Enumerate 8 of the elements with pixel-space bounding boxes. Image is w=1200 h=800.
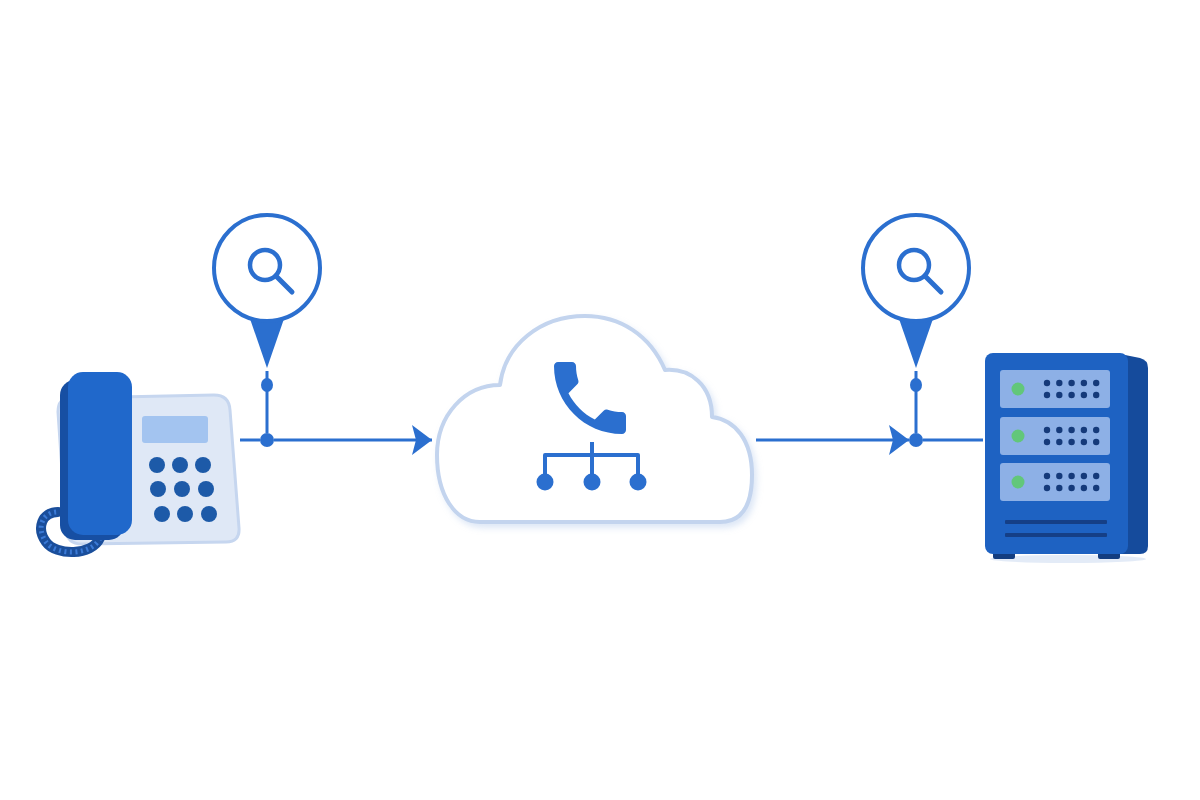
connector-line <box>240 438 260 442</box>
junction-dot <box>909 433 923 447</box>
junction-dot <box>260 433 274 447</box>
connector-line <box>923 438 983 442</box>
connector-line <box>910 371 922 433</box>
arrow <box>756 425 909 455</box>
connector-line <box>261 371 273 433</box>
arrow <box>274 425 432 455</box>
